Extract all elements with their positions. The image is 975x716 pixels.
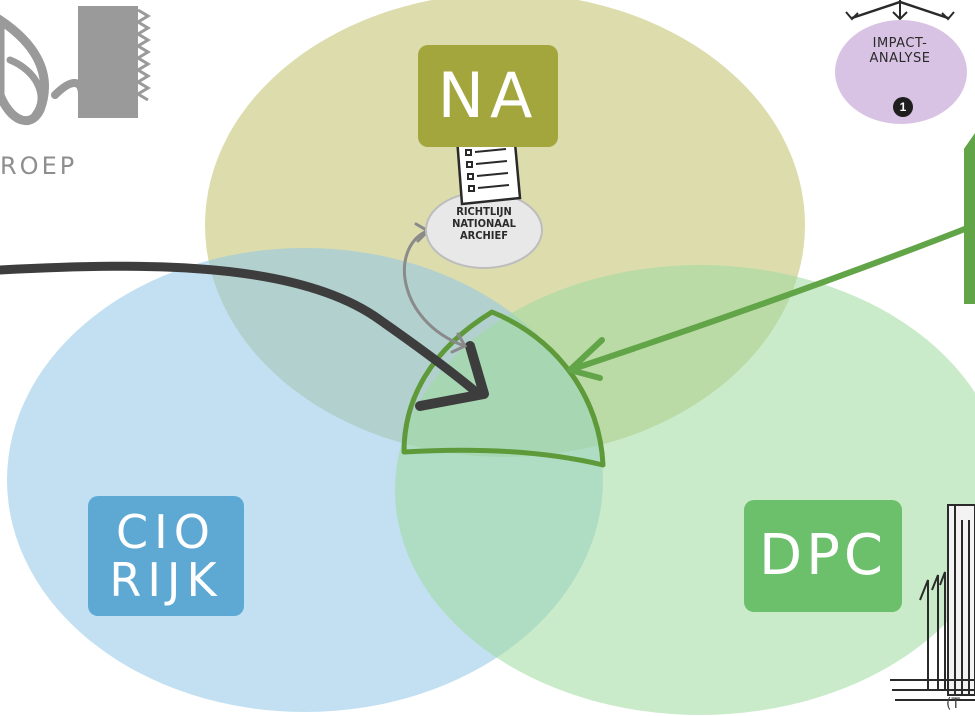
cio-rijk-label-box: CIO RIJK: [88, 496, 244, 616]
groep-label: ROEP: [0, 152, 78, 180]
na-label: NA: [437, 59, 539, 133]
intersection-outline: [401, 309, 606, 468]
rijk-label: RIJK: [109, 553, 223, 607]
richtlijn-line-1: RICHTLIJN: [456, 205, 512, 218]
hand-sketch-icon: [0, 6, 151, 126]
dpc-label: DPC: [759, 522, 887, 588]
richtlijn-line-3: ARCHIEF: [459, 229, 509, 242]
na-label-box: NA: [418, 45, 558, 147]
building-sketch-icon: [890, 504, 975, 701]
dark-arrowhead-icon: [415, 341, 489, 411]
dark-arrow: [0, 261, 481, 397]
grey-double-arrow: [403, 230, 464, 347]
impact-analysis-label: IMPACT- ANALYSE: [838, 36, 962, 66]
impact-analysis-group: [835, 0, 967, 124]
richtlijn-label: RICHTLIJN NATIONAAL ARCHIEF: [432, 206, 536, 242]
bottom-partial-label: (T: [946, 696, 961, 712]
right-green-box: [963, 133, 975, 304]
impact-step-badge: 1: [893, 97, 913, 117]
sleeve-shape: [78, 6, 138, 118]
impact-line-1: IMPACT-: [872, 36, 928, 51]
green-arrow: [567, 222, 975, 373]
green-arrowhead-icon: [567, 337, 605, 381]
richtlijn-line-2: NATIONAAL: [452, 217, 516, 230]
impact-bubble: [835, 20, 967, 124]
impact-line-2: ANALYSE: [869, 51, 931, 66]
grey-arrowhead-bottom-icon: [450, 332, 468, 354]
cio-label: CIO: [116, 504, 216, 559]
dpc-label-box: DPC: [744, 500, 902, 612]
